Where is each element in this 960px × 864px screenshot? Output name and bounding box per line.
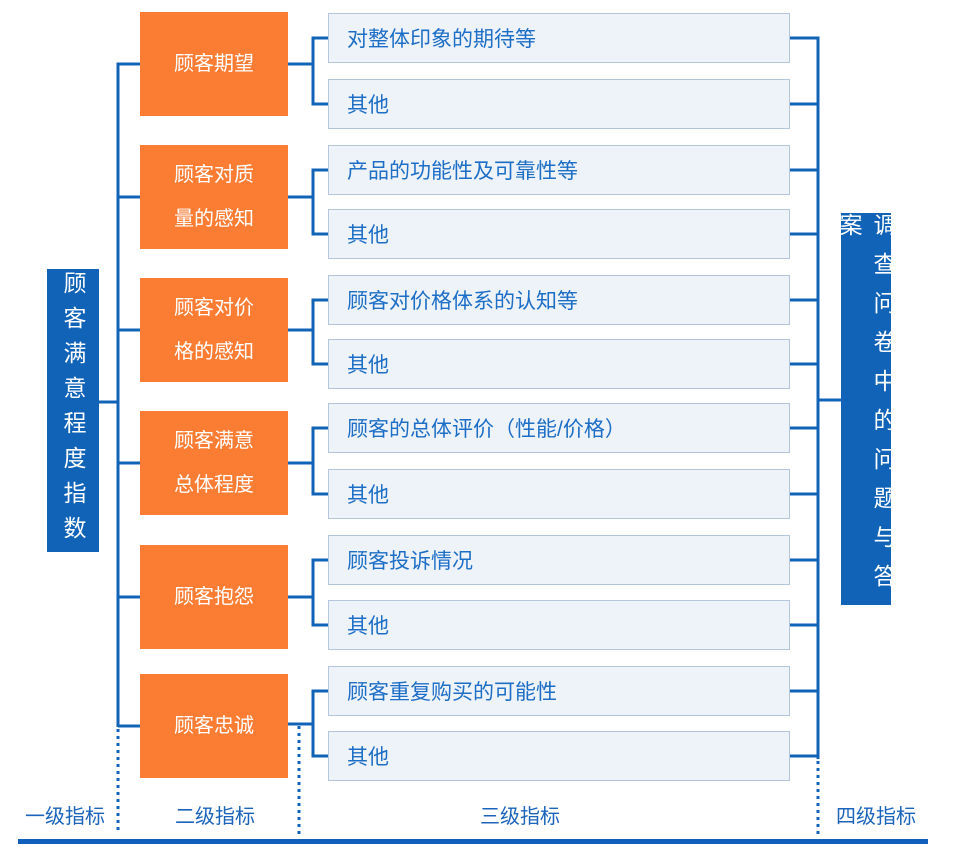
footer-label-level3: 三级指标 (480, 806, 560, 828)
level3-node-5a: 顾客投诉情况 (328, 535, 790, 585)
level2-node-loyalty: 顾客忠诚 (140, 674, 288, 778)
level3-node-3a: 顾客对价格体系的认知等 (328, 275, 790, 325)
level2-node-expectation: 顾客期望 (140, 12, 288, 116)
level3-node-3b: 其他 (328, 339, 790, 389)
level3-node-5b: 其他 (328, 600, 790, 650)
dotted-separator-lines (116, 726, 820, 834)
level2-node-quality: 顾客对质 量的感知 (140, 145, 288, 249)
level2-node-price: 顾客对价 格的感知 (140, 278, 288, 382)
level3-node-1b: 其他 (328, 79, 790, 129)
level3-node-1a: 对整体印象的期待等 (328, 13, 790, 63)
level3-node-6b: 其他 (328, 731, 790, 781)
level3-node-2b: 其他 (328, 209, 790, 259)
solid-connector-lines (99, 36, 841, 759)
level3-node-4b: 其他 (328, 469, 790, 519)
level3-node-2a: 产品的功能性及可靠性等 (328, 145, 790, 195)
level1-node: 顾客满意程度指数 (47, 269, 99, 552)
bottom-bar (18, 839, 928, 844)
footer-label-level4: 四级指标 (836, 806, 916, 828)
footer-label-level1: 一级指标 (25, 806, 105, 828)
level2-node-satisfaction: 顾客满意 总体程度 (140, 411, 288, 515)
level3-node-6a: 顾客重复购买的可能性 (328, 666, 790, 716)
footer-label-level2: 二级指标 (175, 806, 255, 828)
level4-node: 调查问卷中的问题与答案 (836, 213, 896, 605)
level3-node-4a: 顾客的总体评价（性能/价格） (328, 403, 790, 453)
level2-node-complaint: 顾客抱怨 (140, 545, 288, 649)
